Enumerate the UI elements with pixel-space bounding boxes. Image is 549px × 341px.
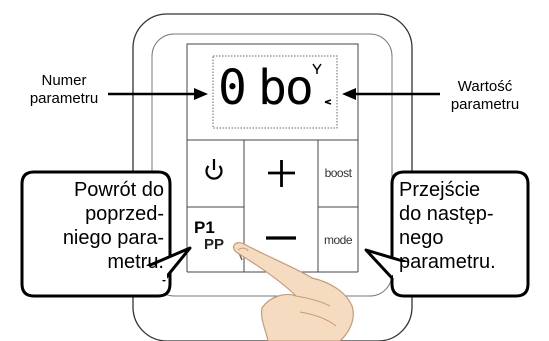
mode-button[interactable] — [318, 207, 358, 272]
right-annotation-line1: Wartość — [457, 78, 513, 95]
p1-button-label: P1 — [194, 218, 215, 237]
fan-icon — [312, 63, 322, 74]
right-callout-bubble — [364, 170, 530, 298]
left-callout-bubble — [20, 170, 192, 298]
display-digit-left: 0 — [218, 60, 247, 116]
left-annotation-line1: Numer — [41, 72, 87, 89]
power-button[interactable] — [187, 140, 244, 207]
right-annotation: Wartość parametru — [440, 78, 530, 114]
pp-button-label: PP — [204, 236, 225, 253]
right-callout-line: do następ- — [399, 203, 494, 225]
boost-button-label: boost — [324, 166, 352, 180]
arrow-left-annotation — [108, 88, 208, 100]
inner-plate — [151, 33, 393, 297]
right-callout-text: Przejście do następ- nego parametru. — [399, 178, 527, 274]
minus-button[interactable] — [244, 207, 318, 272]
right-callout-line: parametru. — [399, 251, 496, 273]
hand-illustration — [232, 242, 354, 341]
right-annotation-line2: parametru — [450, 96, 520, 113]
arrow-right-annotation — [342, 88, 440, 100]
left-callout-line: poprzed- — [85, 203, 164, 225]
display-bezel — [186, 43, 359, 141]
plus-icon — [268, 160, 295, 187]
left-callout-line: metru. — [107, 251, 164, 273]
p1-button[interactable] — [187, 207, 244, 272]
plus-button[interactable] — [244, 140, 318, 207]
left-annotation-line2: parametru — [29, 90, 99, 107]
mode-button-label: mode — [323, 233, 353, 247]
left-callout-line: Powrót do — [73, 179, 164, 201]
display-window — [212, 55, 338, 129]
left-callout-line: niego para- — [62, 227, 164, 249]
valve-icon — [324, 99, 332, 105]
power-icon — [205, 159, 223, 180]
right-callout-line: nego — [399, 227, 444, 249]
boost-button[interactable] — [318, 140, 358, 207]
right-callout-line: Przejście — [399, 179, 481, 201]
left-annotation: Numer parametru — [20, 72, 108, 108]
left-callout-text: Powrót do poprzed- niego para- metru. — [26, 178, 164, 274]
display-digits-right: bo — [258, 60, 314, 116]
